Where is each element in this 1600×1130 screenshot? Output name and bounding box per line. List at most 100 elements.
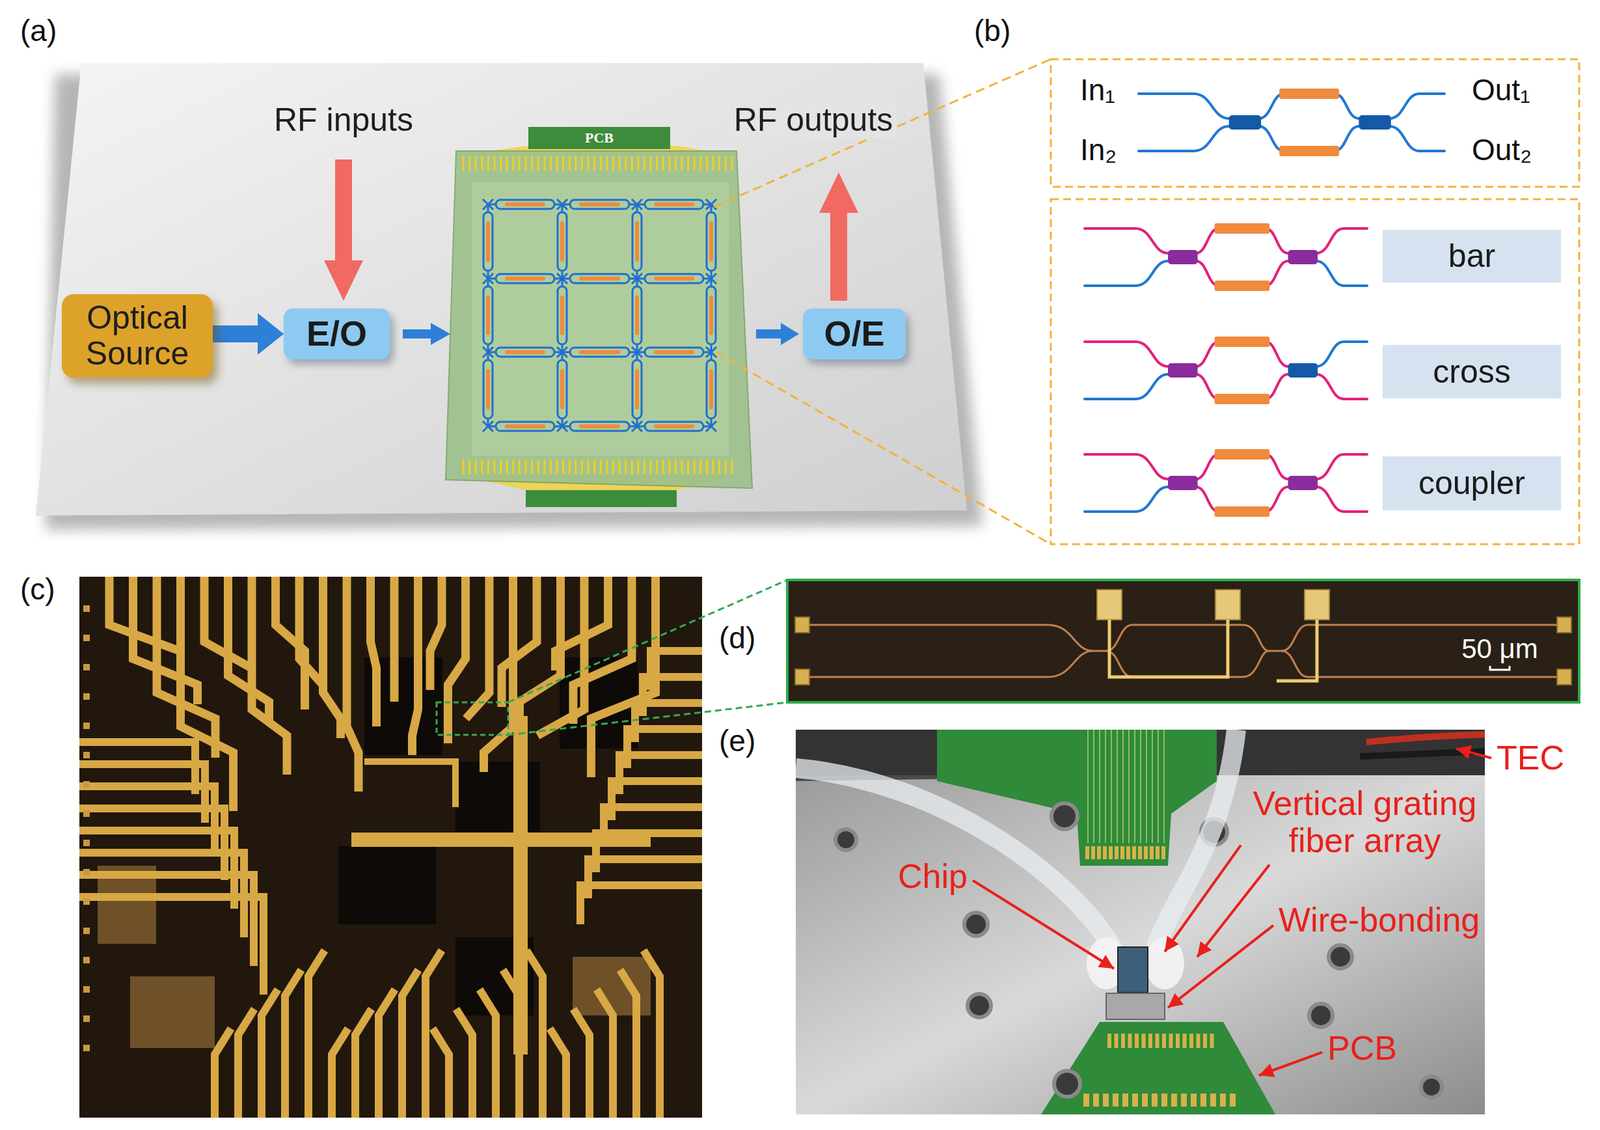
- gold-finger: [1128, 1033, 1133, 1048]
- bond-pad: [562, 156, 565, 171]
- bond-pad: [624, 156, 627, 171]
- bond-pad: [593, 459, 596, 474]
- probe-pad: [83, 985, 90, 993]
- rf-input-arrow: [324, 159, 364, 301]
- directional-coupler: [1358, 115, 1391, 130]
- bond-pad: [699, 156, 702, 171]
- zoom-box: [436, 702, 509, 735]
- probe-pad: [83, 722, 90, 729]
- bond-pad: [705, 156, 708, 171]
- fiber-array: [795, 767, 1114, 950]
- metal-trace: [642, 676, 703, 716]
- metal-trace: [109, 576, 180, 651]
- probe-pad: [83, 956, 90, 963]
- waveguide: [1316, 454, 1368, 479]
- zoom-line: [715, 352, 1051, 544]
- grating-coupler: [1557, 616, 1572, 633]
- metal-trace: [370, 576, 377, 727]
- gold-finger: [1175, 1033, 1180, 1048]
- metal-trace: [346, 576, 359, 792]
- box-label: cross: [1432, 353, 1511, 390]
- probe-pad: [83, 663, 90, 671]
- waveguide: [1084, 454, 1198, 479]
- metal-trace: [643, 949, 660, 1118]
- annotation-label: In₂: [1080, 133, 1117, 167]
- bond-pad: [668, 459, 671, 474]
- rf-output-arrow: [819, 172, 859, 301]
- coupler-node: [631, 199, 643, 210]
- coupler-node: [631, 199, 643, 210]
- waveguide: [809, 650, 1094, 677]
- metal-trace: [261, 989, 278, 1118]
- pcb-trace: [1139, 729, 1142, 843]
- screw-hole: [1051, 802, 1078, 829]
- metal-trace: [390, 576, 399, 702]
- leader-arrow: [1456, 748, 1492, 759]
- bond-pad: [631, 459, 634, 474]
- gold-finger: [1149, 845, 1154, 859]
- metal-trace: [465, 576, 490, 719]
- glue: [1145, 936, 1185, 990]
- screw-hole: [1328, 944, 1353, 969]
- gold-finger: [1161, 1093, 1168, 1107]
- metal-trace: [79, 763, 205, 823]
- probe-pad: [83, 1044, 90, 1051]
- box-label: Optical Source: [67, 299, 208, 372]
- bond-pad: [730, 156, 733, 171]
- bond-pad: [480, 156, 483, 171]
- annotation-label: Wire-bonding: [1278, 901, 1480, 939]
- flow-arrow: [212, 312, 284, 355]
- phase-shifter: [653, 350, 695, 354]
- box-label: E/O: [306, 314, 367, 353]
- metal-trace: [412, 576, 419, 755]
- annotation-label: (d): [718, 621, 756, 655]
- bond-pad: [637, 156, 639, 171]
- process-box: cross: [1382, 344, 1561, 399]
- bond-pad: [668, 156, 671, 171]
- gold-finger: [1162, 1033, 1167, 1048]
- phase-shifter: [1279, 145, 1340, 157]
- coupler-node: [482, 420, 494, 432]
- phase-shifter: [579, 202, 621, 207]
- bond-pad: [512, 156, 515, 171]
- bond-pad: [712, 156, 715, 171]
- mzi-unit: [495, 347, 555, 357]
- coupler-node: [705, 199, 717, 210]
- mzi-unit: [557, 359, 567, 419]
- bond-pad: [618, 459, 621, 474]
- waveguide: [1316, 228, 1368, 254]
- phase-shifter: [1279, 88, 1340, 99]
- bond-pad: [631, 156, 634, 171]
- metal-trace: [402, 969, 419, 1118]
- pcb-bar: [525, 489, 677, 507]
- metal-trace: [635, 702, 703, 742]
- coupler-node: [482, 199, 494, 210]
- coupler-node: [482, 273, 494, 284]
- mzi-unit: [644, 347, 704, 357]
- bond-pad: [693, 459, 696, 474]
- phase-shifter: [709, 221, 714, 262]
- coupler-node: [556, 273, 568, 284]
- mzi-unit: [706, 286, 716, 345]
- gold-finger: [1169, 1033, 1174, 1048]
- heater: [1109, 619, 1228, 677]
- metal-trace: [555, 576, 609, 671]
- bond-pad: [493, 156, 496, 171]
- grating-coupler: [795, 616, 810, 633]
- leader-arrow: [972, 880, 1114, 969]
- annotation-label: Vertical grating fiber array: [1246, 784, 1484, 859]
- coupler-node: [556, 420, 568, 432]
- bond-pad: [718, 459, 721, 474]
- bond-pad: [705, 459, 708, 474]
- bond-pad: [512, 459, 515, 474]
- coupler-node: [556, 346, 568, 358]
- metal-trace: [430, 576, 442, 690]
- phase-shifter: [504, 202, 546, 207]
- metal-trace: [580, 884, 703, 924]
- leader-arrow: [1259, 1052, 1323, 1075]
- gold-finger: [1083, 1093, 1090, 1107]
- gold-finger: [1141, 1093, 1148, 1107]
- screw-hole: [964, 912, 988, 936]
- annotation-label: Out₁: [1471, 73, 1531, 107]
